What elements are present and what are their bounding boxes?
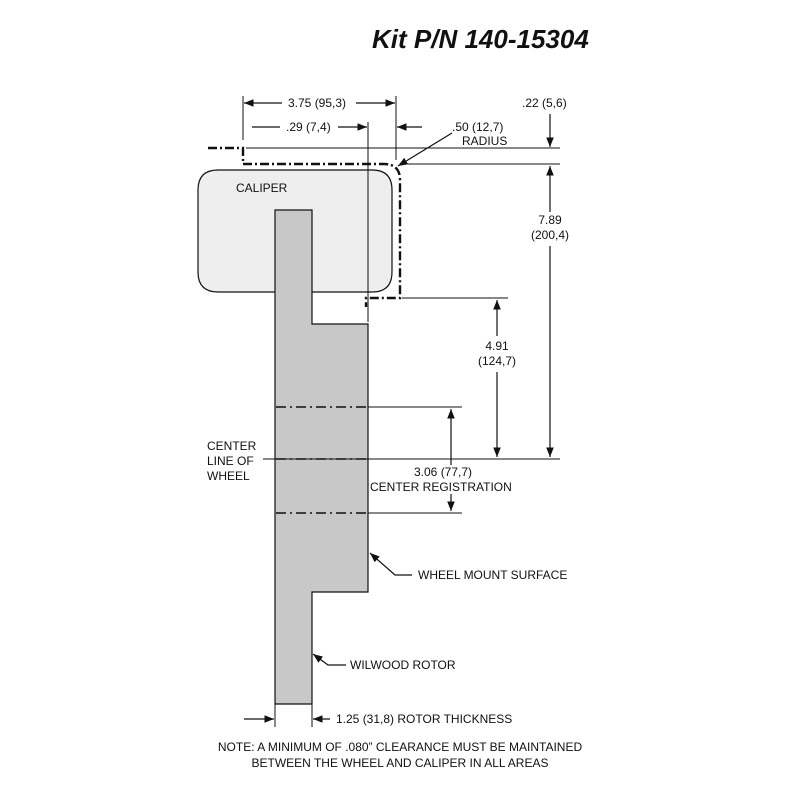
radius-leader bbox=[397, 132, 453, 167]
note-line-1: NOTE: A MINIMUM OF .080” CLEARANCE MUST … bbox=[218, 740, 583, 754]
dim-306-value: 3.06 (77,7) bbox=[414, 465, 472, 479]
rotor-leader bbox=[312, 653, 346, 666]
dim-306-caption: CENTER REGISTRATION bbox=[370, 480, 512, 494]
note-line-2: BETWEEN THE WHEEL AND CALIPER IN ALL ARE… bbox=[252, 756, 549, 770]
dim-491-metric: (124,7) bbox=[478, 354, 516, 368]
wheel-mount-label: WHEEL MOUNT SURFACE bbox=[418, 568, 567, 582]
dim-022-label: .22 (5,6) bbox=[522, 96, 567, 110]
dim-789-metric: (200,4) bbox=[531, 228, 569, 242]
dim-789-value: 7.89 bbox=[538, 213, 562, 227]
wheel-clearance-envelope bbox=[208, 146, 402, 307]
center-line-label-3: WHEEL bbox=[207, 469, 250, 483]
center-line-label-2: LINE OF bbox=[207, 454, 254, 468]
wheel-mount-leader bbox=[369, 552, 412, 576]
kit-title: Kit P/N 140-15304 bbox=[372, 24, 589, 54]
dim-125-label: 1.25 (31,8) ROTOR THICKNESS bbox=[336, 712, 512, 726]
dim-491-value: 4.91 bbox=[485, 339, 509, 353]
dim-375-label: 3.75 (95,3) bbox=[288, 96, 346, 110]
radius-value: .50 (12,7) bbox=[452, 120, 503, 134]
rotor-label: WILWOOD ROTOR bbox=[350, 658, 456, 672]
center-line-label-1: CENTER bbox=[207, 439, 257, 453]
radius-word: RADIUS bbox=[462, 134, 507, 148]
caliper-label: CALIPER bbox=[236, 181, 288, 195]
wilwood-rotor bbox=[274, 209, 369, 705]
dim-029-label: .29 (7,4) bbox=[286, 120, 331, 134]
